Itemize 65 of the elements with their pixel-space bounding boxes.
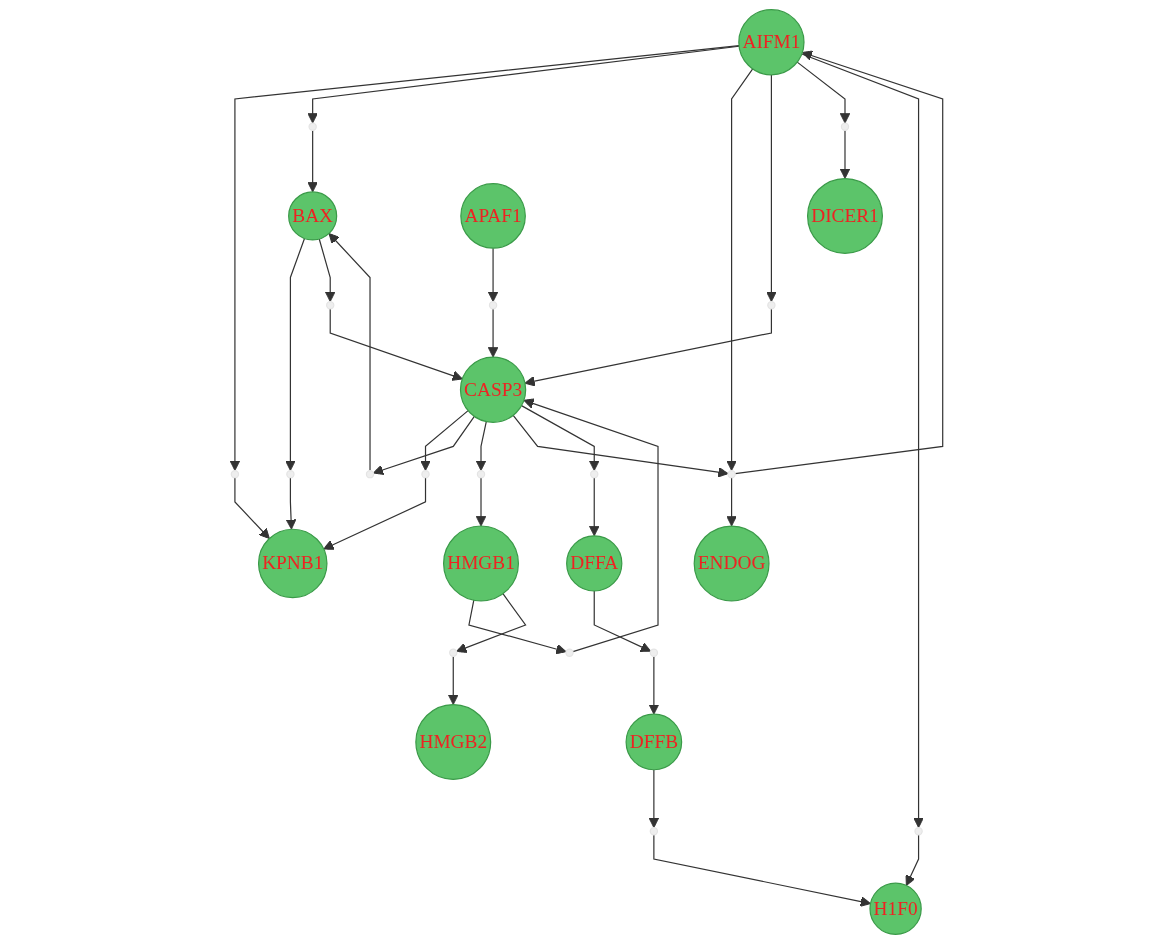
arrow [734, 50, 944, 475]
node-circle: DFFA [566, 535, 623, 592]
arrow [307, 45, 740, 124]
node-circle: CASP3 [459, 356, 527, 423]
node-circle [365, 469, 375, 479]
arrow [487, 247, 499, 303]
arrow [839, 129, 851, 180]
arrow [653, 834, 871, 907]
node-circle [767, 301, 776, 310]
node-circle: BAX [288, 191, 338, 241]
arrow [456, 593, 527, 653]
node-circle: H1F0 [869, 882, 922, 935]
arrow [468, 599, 567, 655]
node-circle: HMGB2 [415, 703, 492, 780]
node-circle [488, 301, 498, 310]
arrow [372, 415, 475, 475]
node-circle [449, 648, 458, 657]
arrow [420, 410, 469, 471]
node-circle [840, 122, 850, 131]
arrow [523, 398, 659, 653]
node-circle: KPNB1 [257, 528, 328, 599]
arrow [801, 53, 924, 829]
arrow [520, 405, 600, 471]
arrow [475, 477, 487, 527]
arrow [726, 477, 737, 527]
arrow [648, 655, 660, 715]
arrow [648, 769, 660, 829]
node-circle: ENDOG [693, 525, 770, 602]
arrow [234, 477, 270, 539]
node-circle [476, 469, 486, 479]
arrow [329, 308, 463, 381]
arrow [328, 233, 371, 472]
arrow [588, 477, 600, 537]
node-circle: DICER1 [807, 177, 883, 254]
node-circle [286, 469, 295, 479]
node-circle [421, 469, 430, 479]
node-circle: HMGB1 [443, 525, 519, 602]
node-circle: DFFB [625, 713, 683, 771]
arrow [318, 238, 336, 303]
node-circle [649, 648, 659, 657]
arrow [285, 237, 306, 471]
node-circle [230, 469, 240, 479]
arrow [796, 61, 851, 124]
arrow [475, 420, 487, 471]
arrow [766, 74, 777, 303]
node-circle: AIFM1 [738, 9, 805, 76]
arrow [512, 414, 729, 478]
arrow [905, 834, 920, 886]
node-circle [727, 469, 736, 479]
node-circle [326, 301, 335, 310]
node-circle: APAF1 [460, 183, 526, 249]
arrow [593, 590, 652, 652]
arrow [307, 129, 318, 193]
arrow [323, 477, 427, 550]
arrow [726, 68, 754, 471]
arrow [229, 45, 740, 471]
node-circle [565, 648, 574, 657]
arrow [285, 477, 297, 530]
arrow [524, 308, 772, 387]
node-circle [649, 827, 659, 836]
arrow [447, 655, 459, 706]
node-circle [914, 827, 923, 836]
node-circle [308, 122, 317, 131]
arrow [487, 308, 499, 358]
node-circle [590, 469, 599, 479]
